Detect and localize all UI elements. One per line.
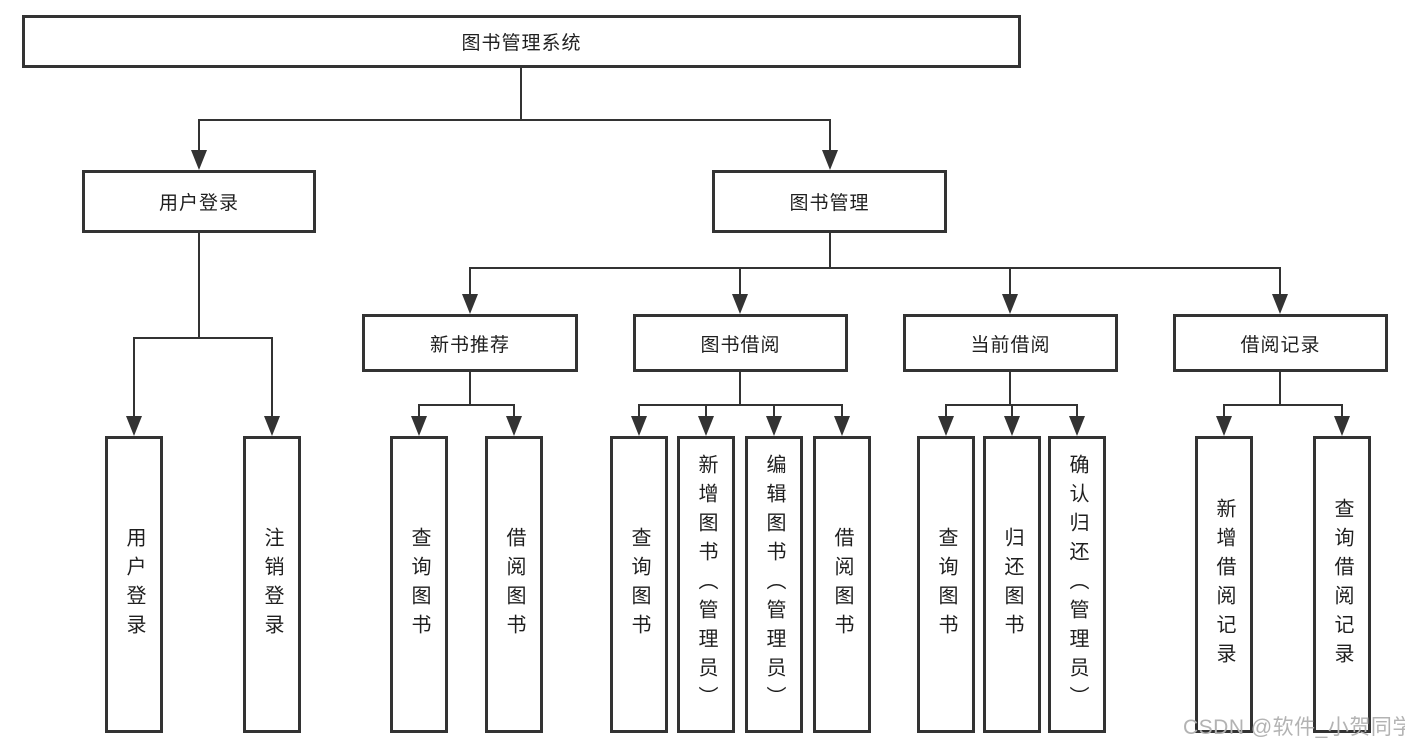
connector-shaft xyxy=(945,404,947,418)
leaf-add-borrow-record: 新增借阅记录 xyxy=(1195,436,1253,733)
leaf-label: 查询图书 xyxy=(408,526,430,643)
connector-shaft xyxy=(1223,404,1225,418)
arrow-down-icon xyxy=(411,416,427,436)
connector-shaft xyxy=(841,404,843,418)
arrow-down-icon xyxy=(1216,416,1232,436)
arrow-down-icon xyxy=(1004,416,1020,436)
leaf-borrow-books-1: 借阅图书 xyxy=(485,436,543,733)
arrow-down-icon xyxy=(822,150,838,170)
arrow-down-icon xyxy=(191,150,207,170)
leaf-label: 用户登录 xyxy=(123,526,145,643)
connector-shaft xyxy=(773,404,775,418)
connector-user-login-bar xyxy=(133,337,273,339)
leaf-logout: 注销登录 xyxy=(243,436,301,733)
connector-level2-bar xyxy=(469,267,1281,269)
node-user-login-label: 用户登录 xyxy=(158,193,239,214)
leaf-edit-books-admin: 编辑图书（管理员） xyxy=(745,436,803,733)
node-book-borrowing: 图书借阅 xyxy=(633,314,848,372)
connector-shaft xyxy=(418,404,420,418)
connector-shaft xyxy=(1076,404,1078,418)
arrow-down-icon xyxy=(1272,294,1288,314)
leaf-label: 注销登录 xyxy=(261,526,283,643)
node-borrowing-records: 借阅记录 xyxy=(1173,314,1388,372)
connector-book-management-shaft xyxy=(829,119,831,152)
node-new-book-recommend: 新书推荐 xyxy=(362,314,578,372)
arrow-down-icon xyxy=(264,416,280,436)
connector-current-borrowing-stem xyxy=(1009,372,1011,406)
node-book-borrowing-label: 图书借阅 xyxy=(700,334,781,356)
arrow-down-icon xyxy=(938,416,954,436)
node-borrowing-records-label: 借阅记录 xyxy=(1240,334,1321,356)
connector-shaft xyxy=(638,404,640,418)
leaf-query-borrow-record: 查询借阅记录 xyxy=(1313,436,1371,733)
leaf-label: 新增借阅记录 xyxy=(1213,497,1235,672)
leaf-label: 确认归还（管理员） xyxy=(1066,454,1088,715)
leaf-label: 借阅图书 xyxy=(503,526,525,643)
leaf-add-books-admin: 新增图书（管理员） xyxy=(677,436,735,733)
connector-borrowing-records-stem xyxy=(1279,372,1281,406)
connector-shaft xyxy=(1009,267,1011,296)
connector-book-borrowing-stem xyxy=(739,372,741,406)
connector-borrowing-records-bar xyxy=(1223,404,1343,406)
connector-shaft xyxy=(1341,404,1343,418)
connector-book-borrowing-bar xyxy=(638,404,843,406)
leaf-return-books: 归还图书 xyxy=(983,436,1041,733)
arrow-down-icon xyxy=(732,294,748,314)
connector-level1-bar xyxy=(198,119,831,121)
node-book-management-label: 图书管理 xyxy=(789,193,870,214)
node-root-label: 图书管理系统 xyxy=(461,33,582,54)
leaf-query-books-1: 查询图书 xyxy=(390,436,448,733)
leaf-label: 查询借阅记录 xyxy=(1331,497,1353,672)
watermark: CSDN @软件_小贺同学 xyxy=(1183,716,1405,739)
leaf-label: 编辑图书（管理员） xyxy=(763,454,785,715)
connector-user-login-stem xyxy=(198,233,200,339)
leaf-label: 新增图书（管理员） xyxy=(695,454,717,715)
leaf-user-login: 用户登录 xyxy=(105,436,163,733)
node-user-login: 用户登录 xyxy=(82,170,316,233)
connector-new-book-recommend-bar xyxy=(418,404,515,406)
arrow-down-icon xyxy=(506,416,522,436)
arrow-down-icon xyxy=(1069,416,1085,436)
node-current-borrowing-label: 当前借阅 xyxy=(970,334,1051,356)
arrow-down-icon xyxy=(1002,294,1018,314)
node-book-management: 图书管理 xyxy=(712,170,947,233)
leaf-label: 查询图书 xyxy=(628,526,650,643)
leaf-query-books-2: 查询图书 xyxy=(610,436,668,733)
connector-user-login-shaft xyxy=(198,119,200,152)
arrow-down-icon xyxy=(126,416,142,436)
leaf-query-books-3: 查询图书 xyxy=(917,436,975,733)
arrow-down-icon xyxy=(631,416,647,436)
arrow-down-icon xyxy=(1334,416,1350,436)
leaf-label: 归还图书 xyxy=(1001,526,1023,643)
node-new-book-recommend-label: 新书推荐 xyxy=(429,334,510,356)
connector-shaft xyxy=(739,267,741,296)
connector-shaft xyxy=(271,337,273,419)
leaf-confirm-return-admin: 确认归还（管理员） xyxy=(1048,436,1106,733)
connector-shaft xyxy=(133,337,135,419)
connector-shaft xyxy=(1011,404,1013,418)
arrow-down-icon xyxy=(462,294,478,314)
connector-shaft xyxy=(705,404,707,418)
connector-root-stem xyxy=(520,68,522,121)
leaf-borrow-books-2: 借阅图书 xyxy=(813,436,871,733)
arrow-down-icon xyxy=(698,416,714,436)
connector-shaft xyxy=(1279,267,1281,296)
connector-shaft xyxy=(513,404,515,418)
connector-shaft xyxy=(469,267,471,296)
arrow-down-icon xyxy=(766,416,782,436)
arrow-down-icon xyxy=(834,416,850,436)
connector-new-book-recommend-stem xyxy=(469,372,471,406)
node-root: 图书管理系统 xyxy=(22,15,1021,68)
node-current-borrowing: 当前借阅 xyxy=(903,314,1118,372)
connector-book-management-stem xyxy=(829,233,831,269)
leaf-label: 查询图书 xyxy=(935,526,957,643)
leaf-label: 借阅图书 xyxy=(831,526,853,643)
